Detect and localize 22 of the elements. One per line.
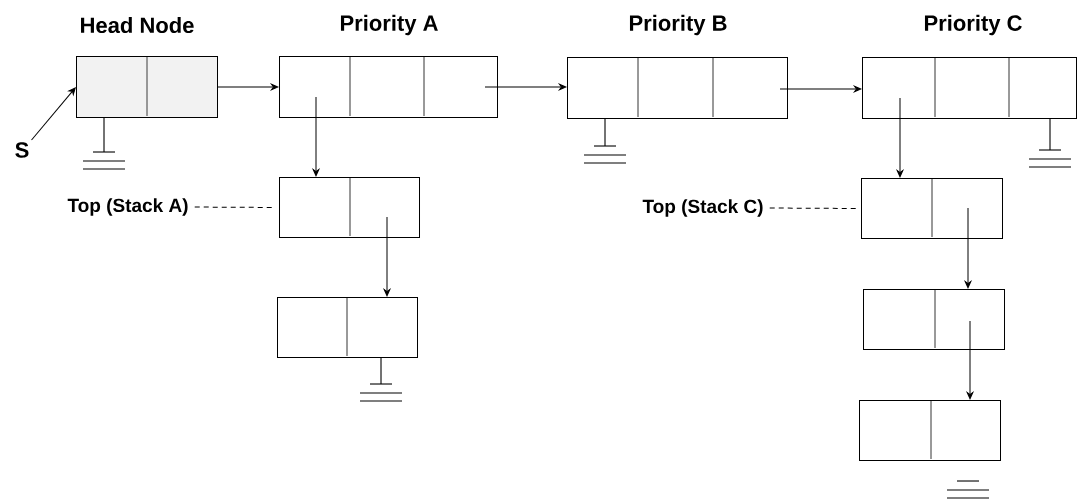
node-heading: Priority B	[629, 14, 727, 36]
pointer-arrow	[31, 87, 76, 141]
list-node-box	[863, 289, 1005, 350]
node-heading: Head Node	[81, 16, 194, 34]
pointer-arrow	[312, 96, 320, 177]
list-node-box	[279, 177, 420, 238]
pointer-arrow	[966, 320, 974, 400]
pointer-arrow	[383, 216, 391, 297]
pointer-label: S	[15, 142, 29, 158]
pointer-arrow	[964, 207, 972, 289]
node-heading: Priority A	[340, 14, 438, 36]
node-heading: Priority C	[924, 14, 1022, 36]
pointer-arrow	[779, 85, 862, 93]
list-node-box	[277, 297, 418, 358]
leader-line	[769, 207, 858, 209]
pointer-arrow	[896, 97, 904, 178]
list-node-box	[859, 400, 1001, 461]
top-label: Top (Stack A)	[67, 198, 188, 216]
pointer-arrow	[216, 83, 279, 91]
top-label: Top (Stack C)	[642, 199, 763, 217]
pointer-arrow	[484, 83, 567, 91]
list-node-box	[861, 178, 1003, 239]
